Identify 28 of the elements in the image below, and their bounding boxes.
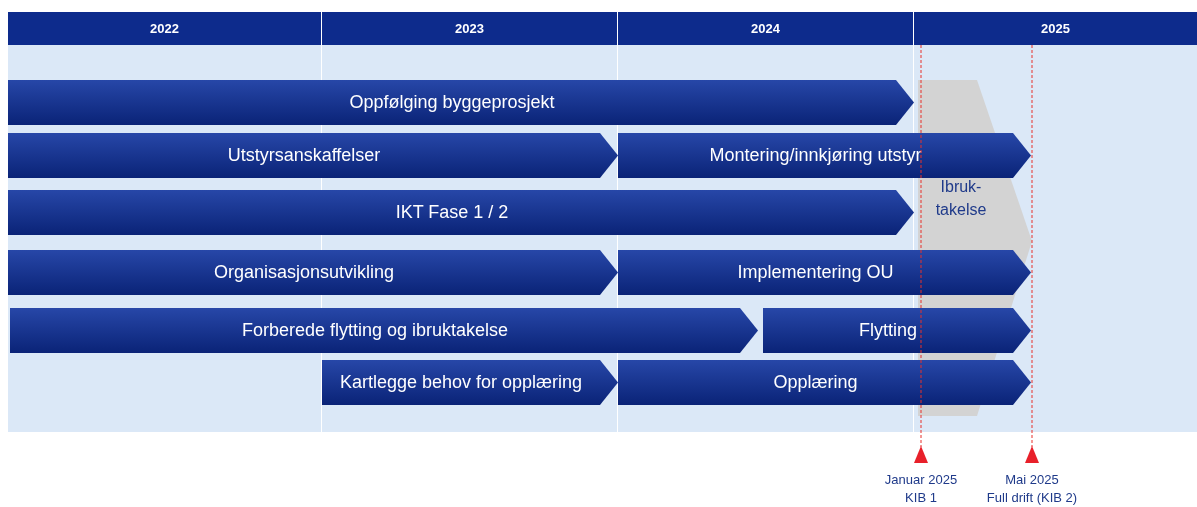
bar-label: Oppfølging byggeprosjekt bbox=[348, 91, 556, 114]
bar-label: Flytting bbox=[858, 319, 918, 342]
chevron-bar bbox=[10, 308, 758, 353]
year-header: 2023 bbox=[322, 12, 617, 45]
bar-label: IKT Fase 1 / 2 bbox=[394, 201, 510, 224]
chevron-bar bbox=[763, 308, 1031, 353]
milestone-label: Mai 2025 bbox=[1004, 472, 1060, 487]
phase-label: Ibruk- takelse bbox=[934, 177, 988, 220]
year-header: 2025 bbox=[914, 12, 1197, 45]
chevron-bar bbox=[618, 360, 1031, 405]
bar-label: Implementering OU bbox=[736, 261, 895, 284]
year-header: 2022 bbox=[8, 12, 321, 45]
bar-label: Forberede flytting og ibruktakelse bbox=[240, 319, 510, 342]
bar-label: Kartlegge behov for opplæring bbox=[338, 371, 584, 394]
milestone-label: Januar 2025 bbox=[883, 472, 959, 487]
bar-label: Organisasjonsutvikling bbox=[212, 261, 396, 284]
bar-label: Opplæring bbox=[772, 371, 859, 394]
milestone-label: Full drift (KIB 2) bbox=[985, 490, 1079, 505]
year-header: 2024 bbox=[618, 12, 913, 45]
chevron-bar bbox=[8, 80, 914, 125]
bar-label: Montering/innkjøring utstyr bbox=[708, 144, 923, 167]
bar-label: Utstyrsanskaffelser bbox=[226, 144, 382, 167]
chevron-bar bbox=[618, 250, 1031, 295]
chevron-bar bbox=[618, 133, 1031, 178]
chevron-bar bbox=[322, 360, 618, 405]
chevron-bar bbox=[8, 250, 618, 295]
chevron-bar bbox=[8, 190, 914, 235]
chevron-bar bbox=[8, 133, 618, 178]
